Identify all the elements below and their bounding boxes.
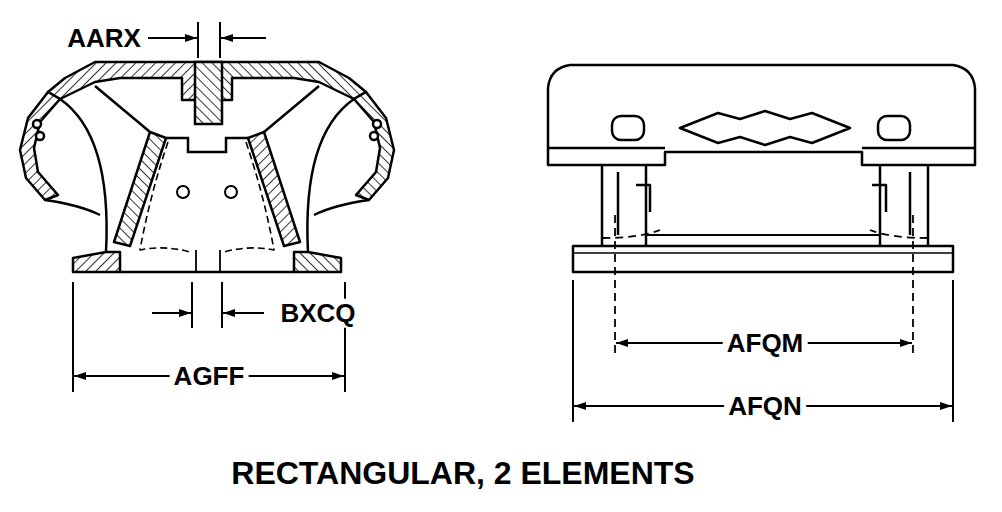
figure-caption: RECTANGULAR, 2 ELEMENTS (227, 456, 698, 491)
dimension-label: AGFF (170, 362, 249, 391)
dimension-label: AARX (63, 24, 145, 53)
dimension-label: AFQN (724, 392, 806, 421)
dimension-label: AFQM (723, 329, 808, 358)
dimension-label: BXCQ (276, 299, 359, 328)
